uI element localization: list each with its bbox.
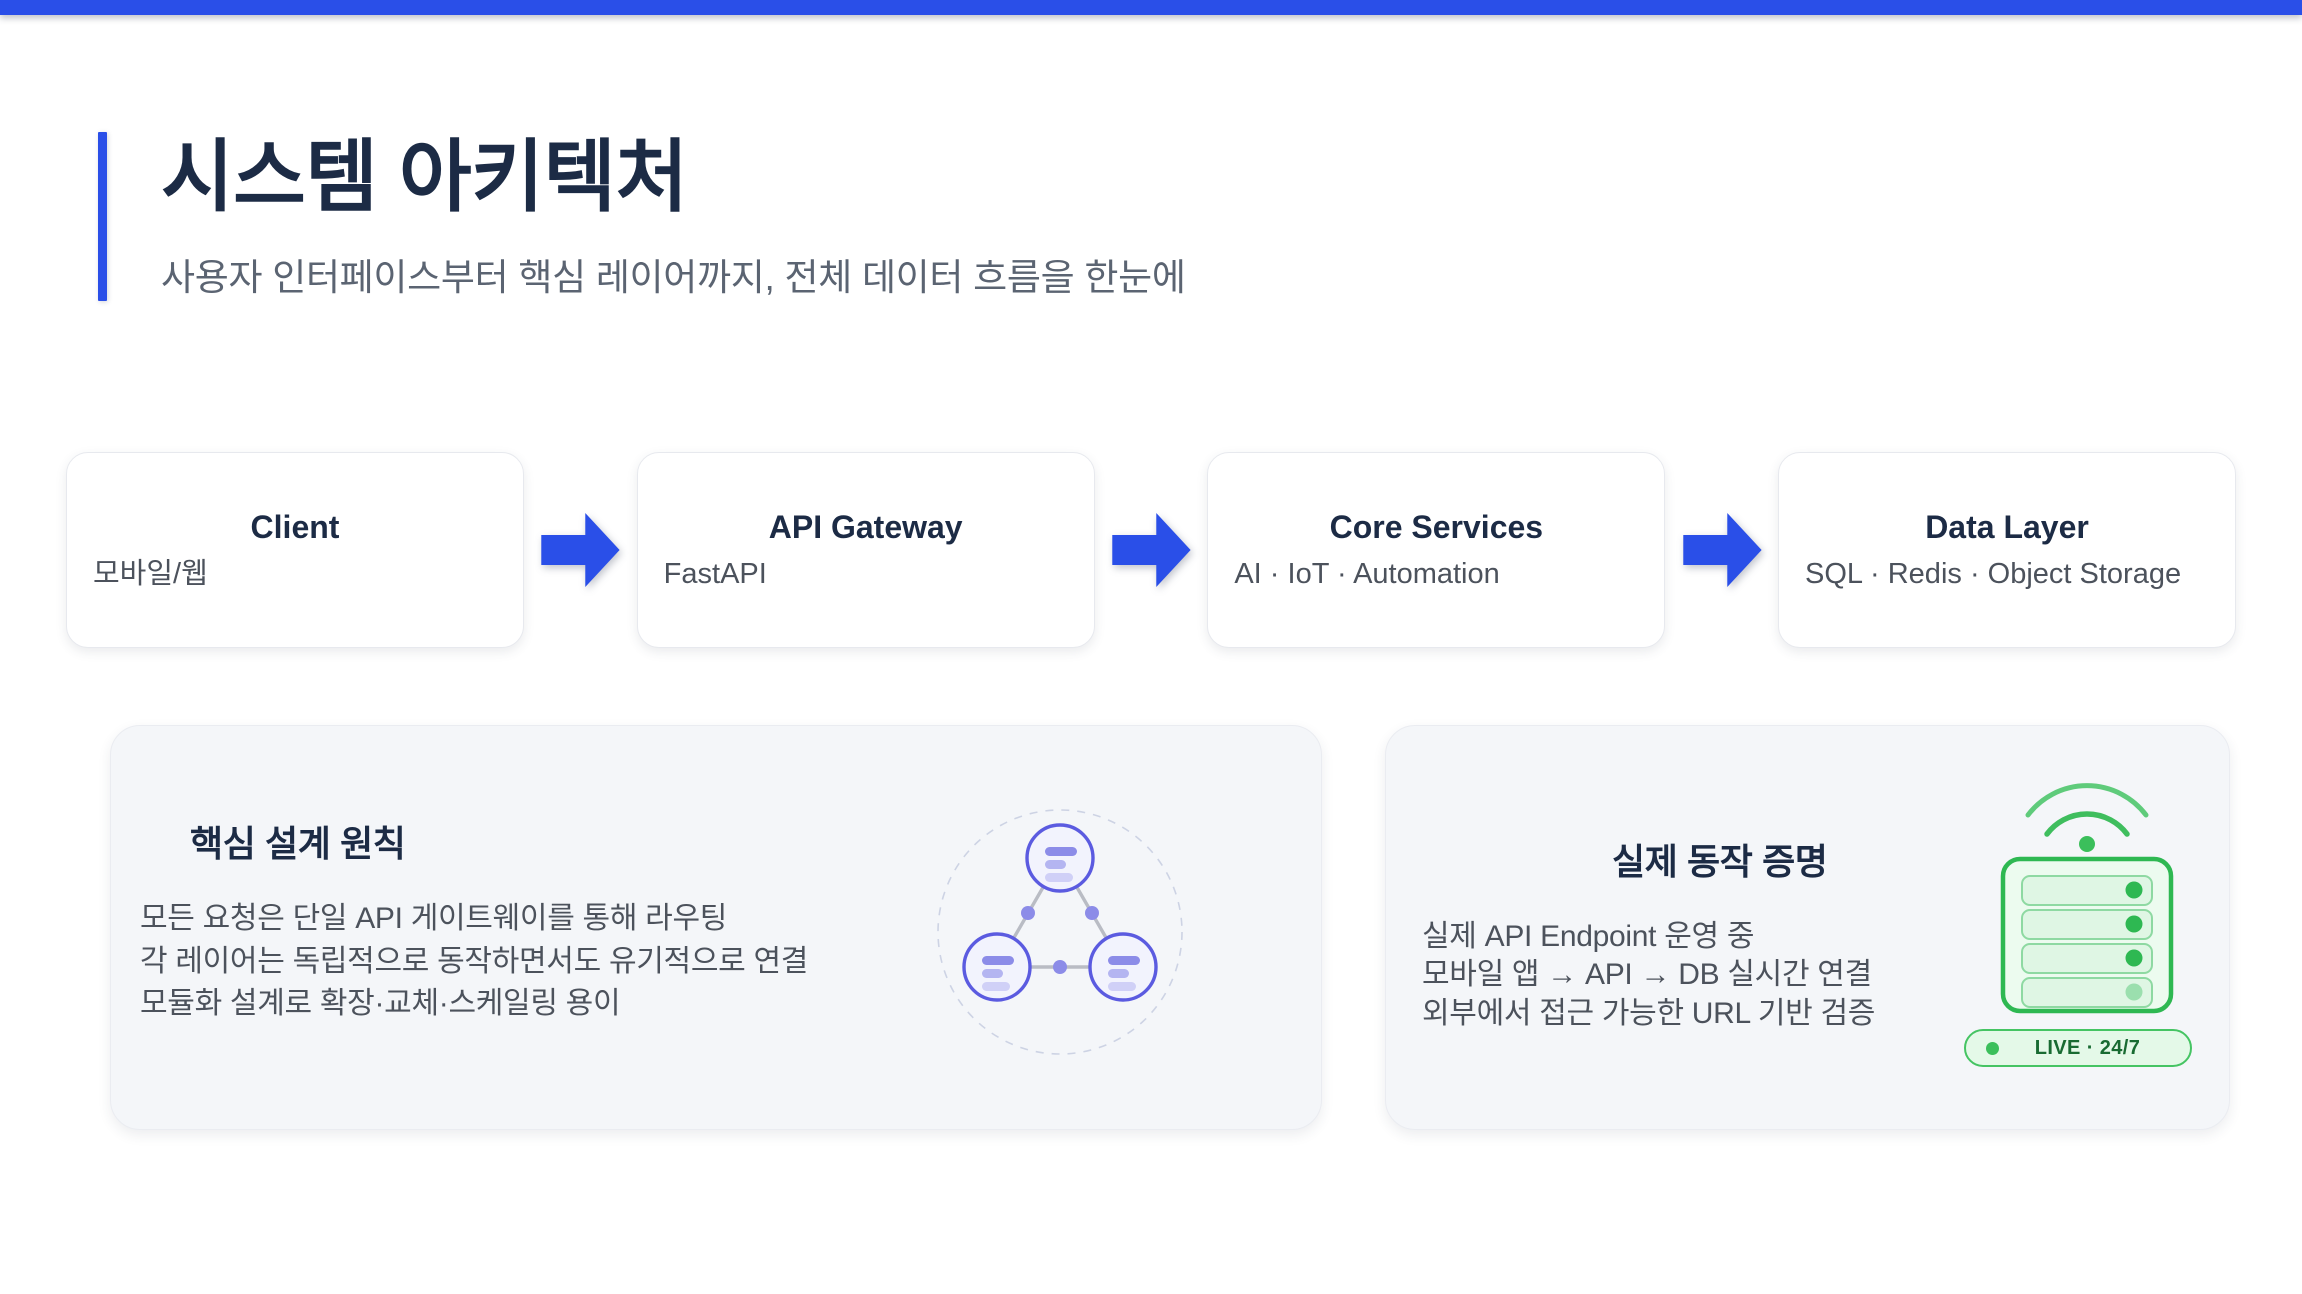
diagram-node-bottom-right [1088,932,1158,1002]
principle-line: 각 레이어는 독립적으로 동작하면서도 유기적으로 연결 [140,944,809,978]
flow-card-title: Client [250,509,340,546]
proof-line: 외부에서 접근 가능한 URL 기반 검증 [1422,996,1876,1030]
flow-card-core-services[interactable]: Core Services AI · IoT · Automation [1207,452,1666,648]
flow-card-subtitle: 모바일/웹 [93,557,208,590]
flow-card-title: API Gateway [768,509,963,546]
wifi-signal-icon [2025,783,2149,837]
flow-arrow-1 [524,506,637,594]
top-accent-bar [0,0,2302,15]
network-triangle-diagram [937,809,1183,1055]
server-slot [2021,943,2153,974]
proof-line: 실제 API Endpoint 운영 중 [1422,920,1755,953]
server-slot [2021,909,2153,940]
design-principles-panel [110,725,1322,1130]
flow-card-subtitle: AI · IoT · Automation [1234,557,1500,590]
right-panel-heading: 실제 동작 증명 [1612,841,1828,882]
diagram-node-bottom-left [962,932,1032,1002]
slot-status-dot [2125,949,2143,967]
principle-line: 모든 요청은 단일 API 게이트웨이를 통해 라우팅 [140,902,728,935]
orbit-circle-decoration [937,809,1183,1055]
diagram-node-top [1025,823,1095,893]
flow-card-api-gateway[interactable]: API Gateway FastAPI [636,452,1095,648]
flow-arrow-2 [1095,506,1208,594]
right-panel-body: 실제 API Endpoint 운영 중 모바일 앱 → API → DB 실시… [1422,918,1875,1033]
arrow-right-icon [1112,513,1191,587]
edge-midpoint-dot [1021,906,1035,920]
server-slot [2021,875,2153,906]
slide-header: 시스템 아키텍처 사용자 인터페이스부터 핵심 레이어까지, 전체 데이터 흐름… [98,132,1186,302]
arrow-right-icon [541,513,620,587]
flow-card-client[interactable]: Client 모바일/웹 [66,452,524,648]
left-panel-body: 모든 요청은 단일 API 게이트웨이를 통해 라우팅 각 레이어는 독립적으로… [140,898,808,1026]
server-rack-icon [2000,783,2174,1014]
arrow-right-icon [1682,513,1762,587]
signal-source-dot [2079,836,2095,852]
server-slot [2021,977,2153,1008]
status-badge-label: LIVE · 24/7 [2034,1036,2141,1059]
flow-card-subtitle: FastAPI [663,557,767,590]
principle-line: 모듈화 설계로 확장·교체·스케일링 용이 [140,987,621,1021]
page-subtitle: 사용자 인터페이스부터 핵심 레이어까지, 전체 데이터 흐름을 한눈에 [161,257,1186,299]
slot-status-dot-idle [2125,983,2143,1001]
left-panel-heading: 핵심 설계 원칙 [190,823,406,864]
edge-midpoint-dot [1053,960,1067,974]
status-badge[interactable]: LIVE · 24/7 [1964,1029,2192,1067]
edge-midpoint-dot [1085,906,1099,920]
flow-card-subtitle: SQL · Redis · Object Storage [1805,557,2182,590]
slot-status-dot [2125,881,2143,899]
flow-arrow-3 [1665,506,1778,594]
architecture-flow-row: Client 모바일/웹 API Gateway FastAPI Core Se… [66,452,2237,648]
flow-card-title: Data Layer [1925,509,2089,546]
page-title: 시스템 아키텍처 [161,132,688,221]
status-dot-icon [1986,1041,1999,1055]
slot-status-dot [2125,915,2143,933]
title-accent-bar [98,132,107,302]
proof-line: 모바일 앱 → API → DB 실시간 연결 [1422,958,1872,992]
flow-card-title: Core Services [1329,509,1544,546]
flow-card-data-layer[interactable]: Data Layer SQL · Redis · Object Storage [1778,452,2237,648]
